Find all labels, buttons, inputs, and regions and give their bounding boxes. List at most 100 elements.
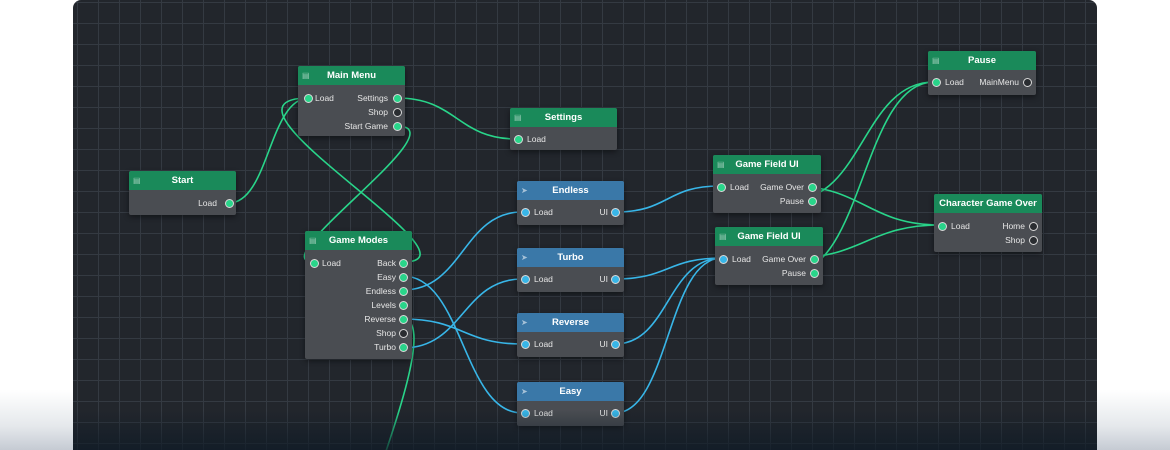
port-label: Easy bbox=[377, 272, 396, 282]
node-title: Settings bbox=[544, 112, 583, 123]
node-title: Game Field UI bbox=[737, 231, 801, 242]
output-port-start-game[interactable] bbox=[393, 122, 402, 131]
output-port-ui[interactable] bbox=[611, 275, 620, 284]
wire-easy-mode bbox=[402, 275, 523, 414]
output-port-shop[interactable] bbox=[1029, 236, 1038, 245]
output-port-pause[interactable] bbox=[808, 197, 817, 206]
output-port-mainmenu[interactable] bbox=[1023, 78, 1032, 87]
node-game-modes[interactable]: ▤ Game Modes Load Back Easy Endless Leve… bbox=[305, 231, 412, 359]
input-port-load[interactable] bbox=[310, 259, 319, 268]
node-game-field-ui-2-header[interactable]: ▤ Game Field UI bbox=[715, 227, 823, 246]
node-turbo[interactable]: ➤ Turbo Load UI bbox=[517, 248, 624, 292]
output-port-ui[interactable] bbox=[611, 340, 620, 349]
node-endless-header[interactable]: ➤ Endless bbox=[517, 181, 624, 200]
input-port-load[interactable] bbox=[719, 255, 728, 264]
node-title: Reverse bbox=[552, 317, 589, 328]
output-port-ui[interactable] bbox=[611, 409, 620, 418]
arrow-icon: ➤ bbox=[521, 186, 528, 195]
arrow-icon: ➤ bbox=[521, 253, 528, 262]
input-port-load[interactable] bbox=[521, 340, 530, 349]
node-title: Character Game Over bbox=[939, 198, 1037, 209]
input-port-load[interactable] bbox=[514, 135, 523, 144]
port-label: Home bbox=[1002, 221, 1025, 231]
node-turbo-header[interactable]: ➤ Turbo bbox=[517, 248, 624, 267]
node-pause[interactable]: ▤ Pause Load MainMenu bbox=[928, 51, 1036, 95]
node-easy[interactable]: ➤ Easy Load UI bbox=[517, 382, 624, 426]
wire-endless-mode bbox=[402, 211, 523, 291]
input-port-load[interactable] bbox=[717, 183, 726, 192]
output-port-endless[interactable] bbox=[399, 287, 408, 296]
node-easy-header[interactable]: ➤ Easy bbox=[517, 382, 624, 401]
output-port-ui[interactable] bbox=[611, 208, 620, 217]
port-label: UI bbox=[599, 339, 609, 349]
port-label: Endless bbox=[365, 286, 396, 296]
node-game-modes-header[interactable]: ▤ Game Modes bbox=[305, 231, 412, 250]
output-port-turbo[interactable] bbox=[399, 343, 408, 352]
window-icon: ▤ bbox=[514, 113, 522, 122]
graph-canvas[interactable]: ▤ Start Load ▤ Main Menu Load Settings S… bbox=[73, 0, 1097, 450]
node-endless[interactable]: ➤ Endless Load UI bbox=[517, 181, 624, 225]
node-title: Game Modes bbox=[328, 235, 389, 246]
node-reverse-header[interactable]: ➤ Reverse bbox=[517, 313, 624, 332]
node-title: Main Menu bbox=[326, 70, 377, 81]
input-port-load[interactable] bbox=[938, 222, 947, 231]
input-port-load[interactable] bbox=[932, 78, 941, 87]
port-label: MainMenu bbox=[979, 77, 1019, 87]
window-icon: ▤ bbox=[717, 160, 725, 169]
wire-reverse-ui bbox=[614, 257, 723, 345]
output-port-levels[interactable] bbox=[399, 301, 408, 310]
output-port-game-over[interactable] bbox=[810, 255, 819, 264]
port-label: Load bbox=[534, 339, 553, 349]
wire-turbo-mode bbox=[402, 278, 523, 349]
node-game-field-ui-2[interactable]: ▤ Game Field UI Load Game Over Pause bbox=[715, 227, 823, 285]
port-label: Shop bbox=[368, 107, 388, 117]
node-character-game-over[interactable]: Character Game Over Load Home Shop bbox=[934, 194, 1042, 252]
port-label: Back bbox=[377, 258, 396, 268]
output-port-easy[interactable] bbox=[399, 273, 408, 282]
window-icon: ▤ bbox=[133, 176, 141, 185]
node-pause-header[interactable]: ▤ Pause bbox=[928, 51, 1036, 70]
output-port-shop[interactable] bbox=[393, 108, 402, 117]
window-icon: ▤ bbox=[932, 56, 940, 65]
port-label: UI bbox=[599, 408, 609, 418]
node-character-game-over-header[interactable]: Character Game Over bbox=[934, 194, 1042, 213]
output-port-shop[interactable] bbox=[399, 329, 408, 338]
input-port-load[interactable] bbox=[521, 275, 530, 284]
node-start-header[interactable]: ▤ Start bbox=[129, 171, 236, 190]
input-port-load[interactable] bbox=[521, 409, 530, 418]
node-settings[interactable]: ▤ Settings Load bbox=[510, 108, 617, 150]
input-port-load[interactable] bbox=[521, 208, 530, 217]
output-port-reverse[interactable] bbox=[399, 315, 408, 324]
node-settings-header[interactable]: ▤ Settings bbox=[510, 108, 617, 127]
output-port-game-over[interactable] bbox=[808, 183, 817, 192]
wire-start-mainmenu bbox=[228, 97, 310, 204]
node-reverse[interactable]: ➤ Reverse Load UI bbox=[517, 313, 624, 357]
port-label: Levels bbox=[371, 300, 396, 310]
port-label: UI bbox=[599, 207, 609, 217]
output-port-pause[interactable] bbox=[810, 269, 819, 278]
node-main-menu-header[interactable]: ▤ Main Menu bbox=[298, 66, 405, 85]
port-label: Load bbox=[534, 207, 553, 217]
output-port-home[interactable] bbox=[1029, 222, 1038, 231]
port-label: Game Over bbox=[762, 254, 806, 264]
arrow-icon: ➤ bbox=[521, 318, 528, 327]
node-game-field-ui-1[interactable]: ▤ Game Field UI Load Game Over Pause bbox=[713, 155, 821, 213]
port-label: Reverse bbox=[364, 314, 396, 324]
node-game-field-ui-1-header[interactable]: ▤ Game Field UI bbox=[713, 155, 821, 174]
port-label: Load bbox=[198, 198, 217, 208]
node-main-menu[interactable]: ▤ Main Menu Load Settings Shop Start Gam… bbox=[298, 66, 405, 136]
output-port-back[interactable] bbox=[399, 259, 408, 268]
node-start[interactable]: ▤ Start Load bbox=[129, 171, 236, 215]
port-label: Start Game bbox=[344, 121, 388, 131]
wire-reverse-mode bbox=[402, 318, 523, 345]
node-title: Easy bbox=[559, 386, 582, 397]
port-label: Pause bbox=[779, 196, 804, 206]
port-label: Shop bbox=[376, 328, 396, 338]
window-icon: ▤ bbox=[309, 236, 317, 245]
output-port-settings[interactable] bbox=[393, 94, 402, 103]
port-label: Load bbox=[730, 182, 749, 192]
input-port-load[interactable] bbox=[304, 94, 313, 103]
output-port-load[interactable] bbox=[225, 199, 234, 208]
wire-back-mainmenu bbox=[281, 97, 421, 263]
port-label: Load bbox=[534, 408, 553, 418]
